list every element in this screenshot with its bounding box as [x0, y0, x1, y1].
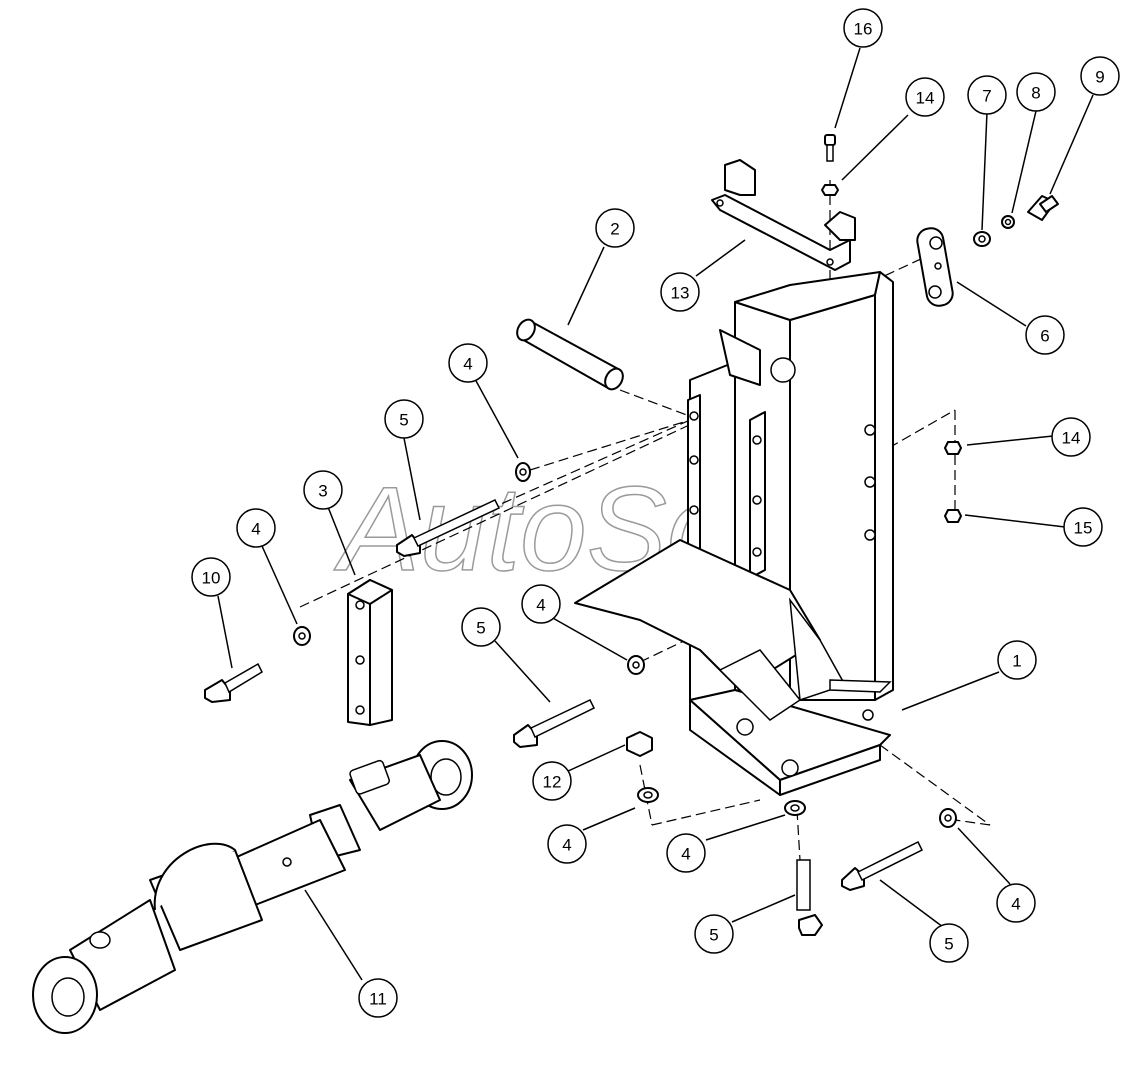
- callout-circle: [303, 470, 343, 510]
- callout-circle: [191, 557, 231, 597]
- callout-c5d: 5: [929, 923, 969, 963]
- callout-c4e: 4: [666, 833, 706, 873]
- callout-number: 6: [1040, 327, 1049, 346]
- pin: [516, 318, 624, 391]
- callout-circle: [521, 584, 561, 624]
- leader-lines: [217, 47, 1094, 981]
- callout-c11: 11: [358, 978, 398, 1018]
- callout-circle: [547, 824, 587, 864]
- callout-circle: [997, 640, 1037, 680]
- side-nuts: [944, 441, 962, 523]
- callout-c14b: 14: [1051, 417, 1091, 457]
- mounting-bracket-plate: [711, 159, 856, 271]
- callout-number: 9: [1095, 68, 1104, 87]
- callout-number: 13: [671, 284, 690, 303]
- callout-number: 7: [982, 87, 991, 106]
- callout-number: 4: [562, 836, 571, 855]
- callout-circle: [694, 914, 734, 954]
- callout-number: 1: [1012, 652, 1021, 671]
- callout-c12: 12: [532, 761, 572, 801]
- callout-circle: [967, 75, 1007, 115]
- callout-c16: 16: [843, 8, 883, 48]
- callout-c7: 7: [967, 75, 1007, 115]
- callout-number: 16: [854, 20, 873, 39]
- callout-number: 4: [463, 355, 472, 374]
- callout-c9: 9: [1080, 56, 1120, 96]
- callout-circle: [660, 272, 700, 312]
- callout-c4b: 4: [448, 343, 488, 383]
- callout-number: 12: [543, 773, 562, 792]
- link-plate: [916, 227, 954, 307]
- callout-number: 2: [610, 220, 619, 239]
- callout-circle: [448, 343, 488, 383]
- callout-number: 5: [476, 619, 485, 638]
- callout-number: 4: [536, 596, 545, 615]
- callout-c5b: 5: [461, 607, 501, 647]
- callout-number: 4: [251, 520, 260, 539]
- callout-number: 10: [202, 569, 221, 588]
- callout-c13: 13: [660, 272, 700, 312]
- callout-circle: [236, 508, 276, 548]
- main-bracket: [574, 271, 894, 796]
- callout-c4a: 4: [236, 508, 276, 548]
- callout-circle: [905, 77, 945, 117]
- callout-circle: [532, 761, 572, 801]
- turnbuckle-top-link: [32, 740, 473, 1034]
- top-screw-and-nut: [821, 134, 839, 196]
- callout-circle: [1025, 315, 1065, 355]
- callout-circle: [1063, 507, 1103, 547]
- callout-c6: 6: [1025, 315, 1065, 355]
- callout-number: 11: [369, 990, 387, 1009]
- callout-c5c: 5: [694, 914, 734, 954]
- callout-circle: [1080, 56, 1120, 96]
- callout-number: 5: [399, 411, 408, 430]
- callout-circle: [384, 399, 424, 439]
- callout-c3: 3: [303, 470, 343, 510]
- callout-number: 14: [916, 89, 935, 108]
- callout-number: 3: [318, 482, 327, 501]
- spacer-block: [347, 579, 393, 726]
- callout-number: 8: [1031, 84, 1040, 103]
- callout-circle: [843, 8, 883, 48]
- callout-c4c: 4: [521, 584, 561, 624]
- callout-c14a: 14: [905, 77, 945, 117]
- callout-number: 14: [1062, 429, 1081, 448]
- callout-c4f: 4: [996, 883, 1036, 923]
- callout-circle: [1051, 417, 1091, 457]
- callout-circle: [996, 883, 1036, 923]
- callout-c8: 8: [1016, 72, 1056, 112]
- callout-number: 5: [944, 935, 953, 954]
- washers: [293, 462, 957, 828]
- callout-number: 4: [681, 845, 690, 864]
- callout-circle: [595, 208, 635, 248]
- callout-circle: [666, 833, 706, 873]
- bushing-washer-bolt: [973, 195, 1059, 247]
- callout-number: 5: [709, 926, 718, 945]
- callout-c15: 15: [1063, 507, 1103, 547]
- callout-c1: 1: [997, 640, 1037, 680]
- callout-c10: 10: [191, 557, 231, 597]
- callout-circle: [929, 923, 969, 963]
- callout-c5a: 5: [384, 399, 424, 439]
- callout-number: 15: [1074, 519, 1093, 538]
- callout-c2: 2: [595, 208, 635, 248]
- callout-number: 4: [1011, 895, 1020, 914]
- callout-circle: [461, 607, 501, 647]
- callout-circle: [358, 978, 398, 1018]
- callout-c4d: 4: [547, 824, 587, 864]
- callout-circle: [1016, 72, 1056, 112]
- bolts: [204, 499, 924, 936]
